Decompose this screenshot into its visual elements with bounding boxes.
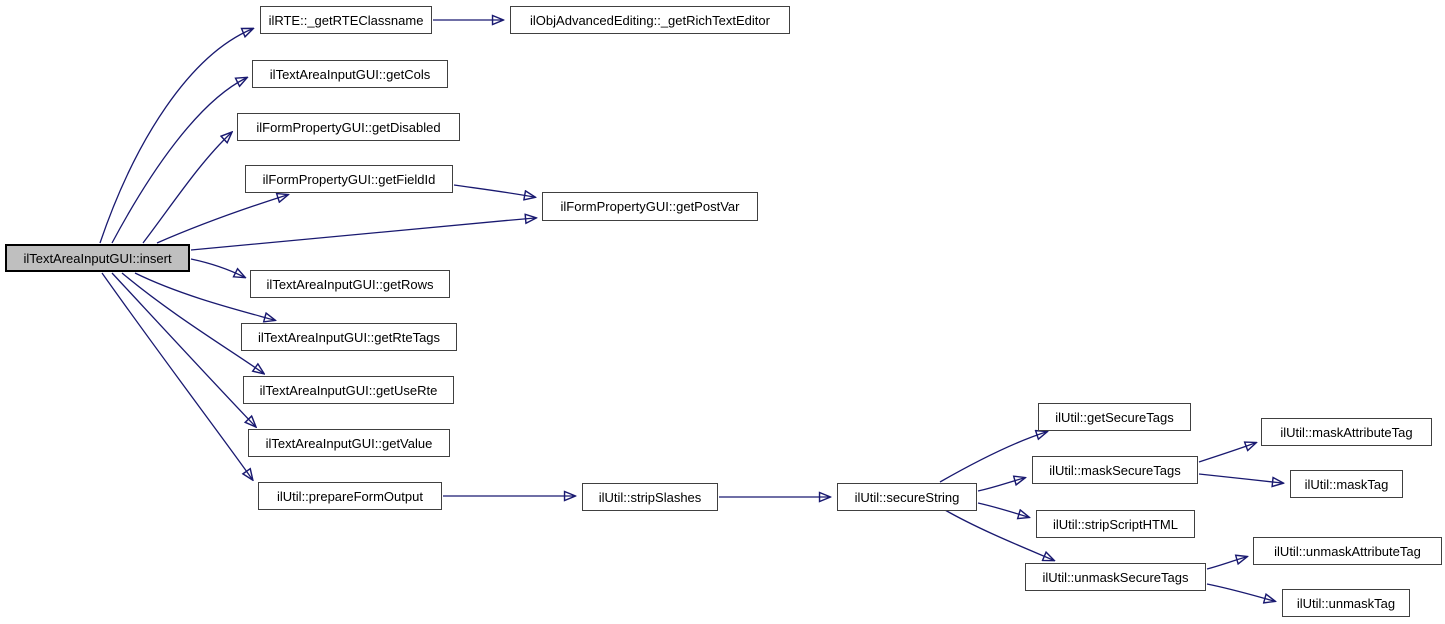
edge-getFieldId-to-getPostVar xyxy=(453,184,534,197)
node-label: ilUtil::unmaskSecureTags xyxy=(1042,569,1189,585)
node-label: ilFormPropertyGUI::getPostVar xyxy=(560,199,740,214)
edge-secureString-to-maskSecureTags xyxy=(977,478,1024,492)
edge-insert-to-getRTEClassname xyxy=(99,29,252,244)
node-label: ilUtil::maskSecureTags xyxy=(1049,462,1181,478)
node-label: ilTextAreaInputGUI::getUseRte xyxy=(259,382,438,398)
node-label: ilRTE::_getRTEClassname xyxy=(268,12,424,28)
node-label: ilTextAreaInputGUI::getValue xyxy=(265,435,433,451)
edge-insert-to-getDisabled xyxy=(142,133,231,244)
node-label: ilTextAreaInputGUI::getRows xyxy=(266,276,434,292)
node-label: ilObjAdvancedEditing::_getRichTextEditor xyxy=(530,12,770,28)
edge-unmaskSecureTags-to-unmaskTag xyxy=(1206,583,1274,601)
node-iltextareainputgui-getrows[interactable]: ilTextAreaInputGUI::getRows xyxy=(250,270,450,298)
edge-unmaskSecureTags-to-unmaskAttributeTag xyxy=(1206,557,1246,570)
node-ilutil-maskattributetag[interactable]: ilUtil::maskAttributeTag xyxy=(1261,418,1432,446)
node-iltextareainputgui-getcols[interactable]: ilTextAreaInputGUI::getCols xyxy=(252,60,448,88)
node-ilutil-stripslashes[interactable]: ilUtil::stripSlashes xyxy=(582,483,718,511)
edge-insert-to-getCols xyxy=(111,78,246,244)
node-label: ilUtil::prepareFormOutput xyxy=(277,488,423,504)
edge-secureString-to-unmaskSecureTags xyxy=(944,509,1053,560)
node-label: ilUtil::stripSlashes xyxy=(598,489,702,505)
node-iltextareainputgui-getvalue[interactable]: ilTextAreaInputGUI::getValue xyxy=(248,429,450,457)
node-ilutil-getsecuretags[interactable]: ilUtil::getSecureTags xyxy=(1038,403,1191,431)
node-ilrte-getrteclassname[interactable]: ilRTE::_getRTEClassname xyxy=(260,6,432,34)
node-iltextareainputgui-getrtetags[interactable]: ilTextAreaInputGUI::getRteTags xyxy=(241,323,457,351)
edge-secureString-to-getSecureTags xyxy=(939,432,1046,483)
node-ilutil-stripscripthtml[interactable]: ilUtil::stripScriptHTML xyxy=(1036,510,1195,538)
node-iltextareainputgui-getuserte[interactable]: ilTextAreaInputGUI::getUseRte xyxy=(243,376,454,404)
node-ilutil-securestring[interactable]: ilUtil::secureString xyxy=(837,483,977,511)
node-ilutil-prepareformoutput[interactable]: ilUtil::prepareFormOutput xyxy=(258,482,442,510)
node-label: ilUtil::unmaskAttributeTag xyxy=(1274,543,1421,559)
node-label: ilTextAreaInputGUI::getRteTags xyxy=(257,329,441,345)
node-ilutil-unmaskattributetag[interactable]: ilUtil::unmaskAttributeTag xyxy=(1253,537,1442,565)
edge-maskSecureTags-to-maskTag xyxy=(1198,473,1282,483)
edge-insert-to-getRteTags xyxy=(134,272,274,320)
edge-insert-to-getValue xyxy=(111,272,255,426)
node-ilformpropertygui-getdisabled[interactable]: ilFormPropertyGUI::getDisabled xyxy=(237,113,460,141)
node-iltextareainputgui-insert: ilTextAreaInputGUI::insert xyxy=(5,244,190,272)
node-ilformpropertygui-getfieldid[interactable]: ilFormPropertyGUI::getFieldId xyxy=(245,165,453,193)
node-label: ilFormPropertyGUI::getFieldId xyxy=(262,171,436,187)
edge-secureString-to-stripScriptHTML xyxy=(977,502,1028,517)
edge-insert-to-getRows xyxy=(190,258,244,277)
edge-insert-to-getPostVar xyxy=(190,218,535,251)
node-ilutil-unmasksecuretags[interactable]: ilUtil::unmaskSecureTags xyxy=(1025,563,1206,591)
node-label: ilUtil::unmaskTag xyxy=(1296,595,1396,611)
node-ilobjadvancedediting-getrichtexteditor[interactable]: ilObjAdvancedEditing::_getRichTextEditor xyxy=(510,6,790,34)
node-label: ilFormPropertyGUI::getDisabled xyxy=(256,119,441,135)
node-label: ilUtil::getSecureTags xyxy=(1055,409,1174,425)
node-label: ilUtil::stripScriptHTML xyxy=(1053,516,1178,532)
node-label: ilUtil::secureString xyxy=(854,489,960,505)
node-ilutil-masksecuretags[interactable]: ilUtil::maskSecureTags xyxy=(1032,456,1198,484)
node-ilutil-masktag[interactable]: ilUtil::maskTag xyxy=(1290,470,1403,498)
edge-insert-to-getFieldId xyxy=(156,195,287,244)
edge-maskSecureTags-to-maskAttributeTag xyxy=(1198,443,1255,463)
node-label: ilUtil::maskTag xyxy=(1304,476,1389,492)
edge-insert-to-getUseRte xyxy=(121,272,263,373)
node-label: ilTextAreaInputGUI::getCols xyxy=(269,66,431,82)
node-ilformpropertygui-getpostvar[interactable]: ilFormPropertyGUI::getPostVar xyxy=(542,192,758,221)
edge-insert-to-prepareFormOutput xyxy=(101,272,252,479)
node-label: ilUtil::maskAttributeTag xyxy=(1280,424,1413,440)
node-label: ilTextAreaInputGUI::insert xyxy=(23,250,172,266)
node-ilutil-unmasktag[interactable]: ilUtil::unmaskTag xyxy=(1282,589,1410,617)
